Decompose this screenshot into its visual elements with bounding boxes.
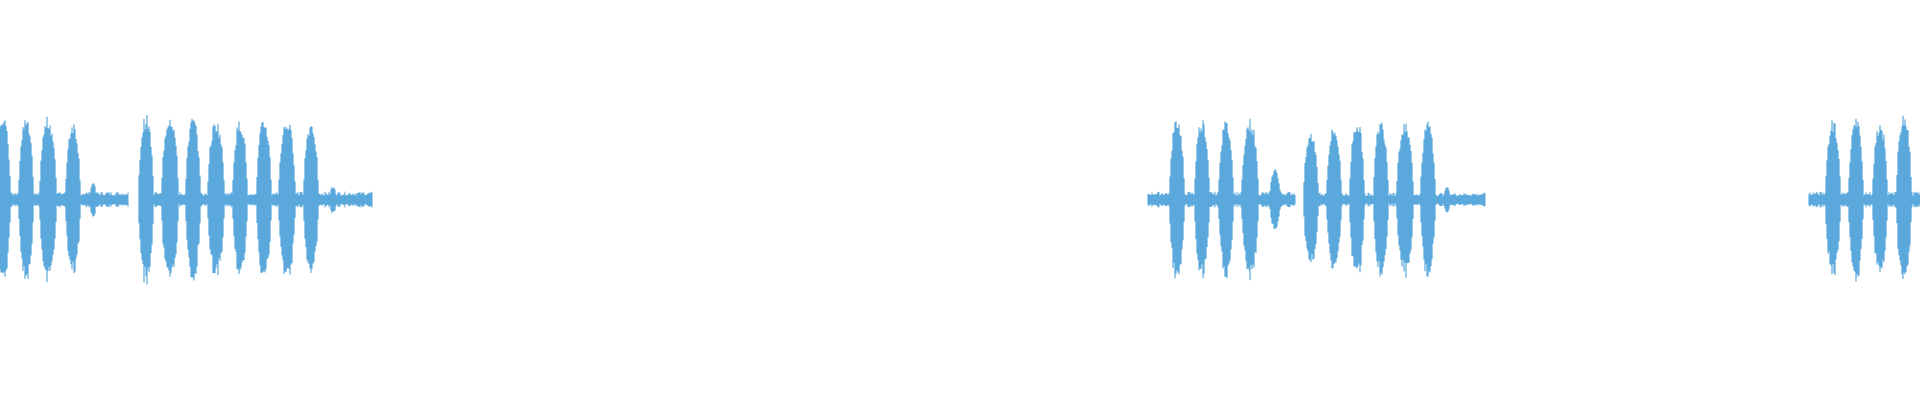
waveform-burst: [1443, 187, 1451, 213]
waveform-cluster-4: [1303, 121, 1486, 278]
waveform-burst: [1169, 121, 1185, 279]
waveform-burst: [65, 124, 81, 274]
waveform-burst: [138, 115, 154, 285]
waveform-burst: [1825, 120, 1841, 276]
waveform-cluster-1: [0, 116, 129, 283]
waveform-burst: [329, 187, 337, 214]
waveform-cluster-2: [138, 115, 373, 285]
waveform-burst: [1241, 118, 1259, 281]
waveform-cluster-5: [1808, 115, 1920, 282]
waveform-burst: [1373, 122, 1389, 277]
waveform-burst: [256, 122, 272, 273]
waveform-burst: [278, 124, 296, 275]
waveform-burst: [1396, 123, 1414, 278]
waveform-burst: [1194, 120, 1210, 279]
waveform-burst: [1349, 126, 1365, 273]
waveform-burst: [39, 116, 57, 283]
waveform-burst: [1303, 133, 1319, 262]
waveform-burst: [1326, 129, 1342, 269]
waveform-burst: [161, 119, 179, 277]
waveform-burst: [1420, 121, 1436, 277]
waveform-burst: [1896, 115, 1912, 279]
waveform-burst: [89, 183, 97, 217]
waveform-burst: [1269, 169, 1281, 229]
waveform-burst: [1218, 121, 1234, 279]
waveform-cluster-3: [1147, 118, 1296, 281]
waveform-burst: [303, 126, 319, 273]
waveform-burst: [1808, 195, 1814, 205]
waveform-burst: [0, 120, 11, 277]
waveform-burst: [185, 118, 201, 281]
waveform-group: [0, 115, 1920, 285]
waveform-burst: [207, 124, 225, 275]
waveform-burst: [1848, 118, 1864, 282]
waveform-burst: [1872, 125, 1888, 272]
waveform-burst: [18, 120, 34, 279]
waveform-burst: [232, 121, 248, 274]
waveform-burst: [1147, 195, 1153, 204]
